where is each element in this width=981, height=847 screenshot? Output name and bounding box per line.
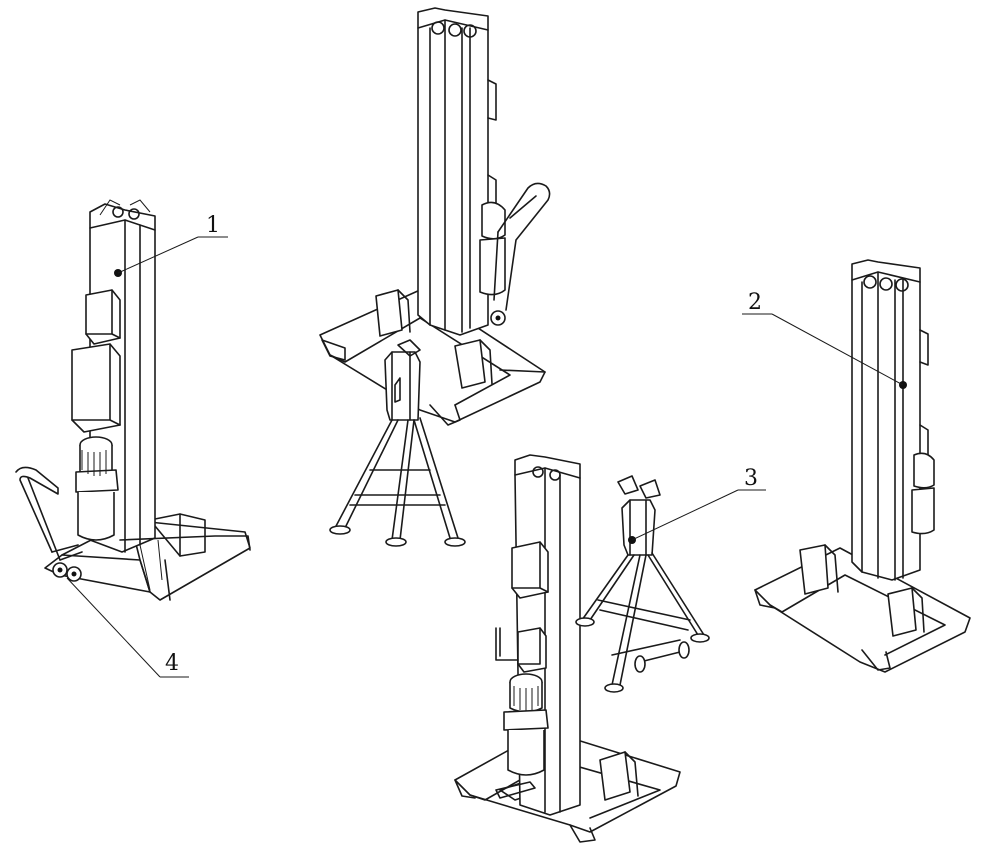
mobile-column-lift-top [319,7,551,426]
callout-label-3: 3 [744,466,758,491]
support-stand-right [575,475,710,693]
callout-leaders [66,236,904,678]
mobile-column-lift-right [754,259,971,673]
callout-label-2: 2 [748,290,762,315]
mobile-column-lift-bottom [454,454,681,843]
callout-label-4: 4 [165,651,179,676]
callout-label-1: 1 [206,213,220,238]
support-stand-top [329,339,466,547]
mobile-column-lift-left [15,199,251,601]
